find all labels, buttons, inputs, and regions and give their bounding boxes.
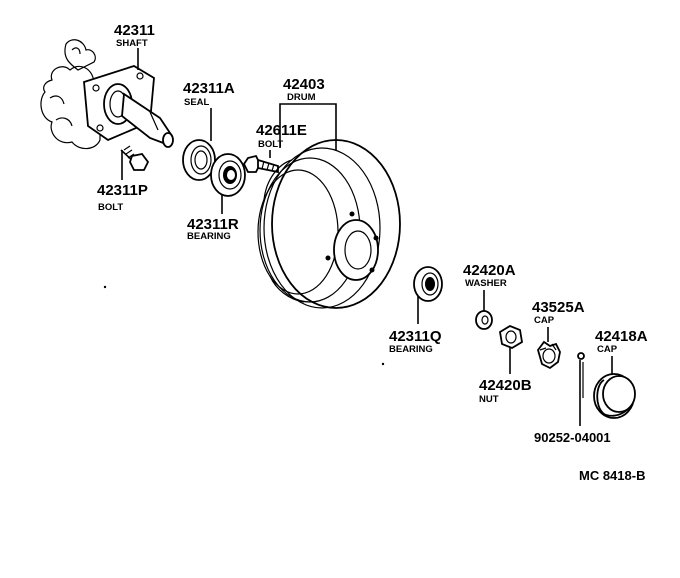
brake-drum-42403-drawing — [257, 139, 401, 309]
diagram-code: MC 8418-B — [579, 468, 645, 483]
label-shaft-name: SHAFT — [116, 38, 148, 49]
label-shaft-number: 42311 — [114, 22, 155, 39]
label-nut-name: NUT — [479, 394, 499, 405]
label-cap-b-number: 42418A — [595, 328, 648, 345]
steering-knuckle-shaft-drawing — [40, 39, 174, 150]
label-cap-a-number: 43525A — [532, 299, 585, 316]
label-bolt-p-name: BOLT — [98, 202, 123, 213]
label-seal-name: SEAL — [184, 97, 210, 108]
label-drum-number: 42403 — [283, 76, 325, 93]
label-bearing-r-name: BEARING — [187, 231, 231, 242]
nut-42420b-drawing — [499, 324, 523, 350]
label-bolt-e-number: 42611E — [256, 122, 307, 139]
bolt-42611e-drawing — [242, 154, 279, 174]
label-bearing-r-number: 42311R — [187, 216, 239, 233]
label-bolt-e-name: BOLT — [258, 139, 283, 150]
label-cap-b-name: CAP — [597, 344, 618, 355]
label-seal-number: 42311A — [183, 80, 235, 97]
label-bearing-q-number: 42311Q — [389, 328, 442, 345]
label-drum-name: DRUM — [287, 92, 316, 103]
bolt-42311p-drawing — [120, 145, 150, 171]
washer-42420a-drawing — [475, 310, 493, 330]
label-cap-a-name: CAP — [534, 315, 555, 326]
label-pin-number: 90252-04001 — [534, 430, 611, 445]
bearing-42311r-drawing — [210, 153, 246, 197]
label-bearing-q-name: BEARING — [389, 344, 433, 355]
cotter-pin-90252-04001-drawing — [577, 352, 585, 402]
label-washer-number: 42420A — [463, 262, 516, 279]
bearing-42311q-drawing — [413, 266, 443, 302]
label-bolt-p-number: 42311P — [97, 182, 148, 199]
grease-cap-42418a-drawing — [593, 373, 636, 419]
leader-lines — [121, 48, 613, 426]
label-nut-number: 42420B — [479, 377, 532, 394]
cap-43525a-drawing — [537, 340, 561, 370]
label-washer-name: WASHER — [465, 278, 507, 289]
